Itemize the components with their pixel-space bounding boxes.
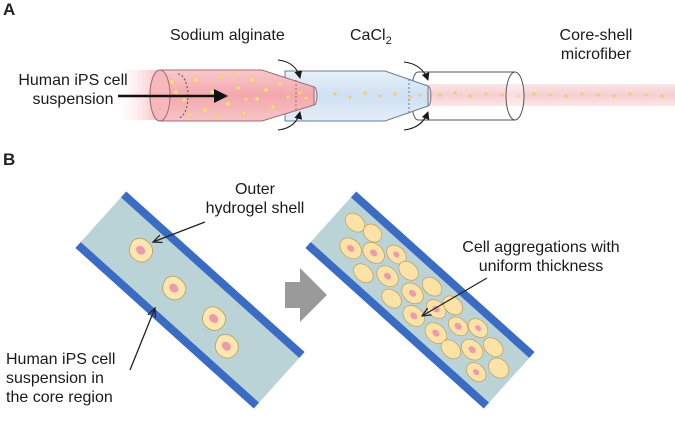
process-arrow: [285, 268, 327, 322]
suspended-cells: [129, 237, 239, 359]
shell-wall-bottom-left: [75, 241, 260, 409]
cacl2-label: CaCl2: [350, 26, 392, 51]
panel-b-right-fiber: [305, 191, 535, 409]
core-region-callout: [129, 308, 155, 371]
outer-shell-callout: [153, 221, 206, 242]
callout-arrows: [129, 221, 488, 371]
core-line1: Human iPS cell: [6, 351, 116, 368]
sodium-alginate-label: Sodium alginate: [170, 27, 285, 44]
middle-tube-beads: [333, 91, 422, 99]
outer-line1: Outer: [234, 181, 275, 198]
aggregation-line1: Cell aggregations with: [462, 239, 620, 256]
cacl2-subscript: 2: [385, 35, 392, 48]
aggregated-cells: [339, 212, 510, 382]
ips-suspension-label: Human iPS cell suspension: [2, 71, 144, 109]
panel-a-device: [118, 59, 675, 131]
core-shell-microfiber: [420, 84, 675, 106]
core-region-label: Human iPS cell suspension in the core re…: [6, 350, 115, 407]
core-shell-label: Core-shell microfiber: [540, 26, 652, 64]
panel-b-left-fiber: [75, 191, 305, 409]
core-shell-line1: Core-shell: [559, 27, 633, 44]
microfiber-beads: [438, 91, 664, 98]
shell-wall-top-left: [120, 191, 305, 359]
inner-tube-cells: [169, 72, 308, 119]
ips-line2: suspension: [32, 91, 114, 108]
panel-a-letter: A: [3, 0, 16, 19]
outer-line2: hydrogel shell: [205, 200, 305, 217]
shell-wall-bottom-right: [305, 241, 490, 409]
flow-arrows: [277, 59, 430, 131]
middle-tube: [284, 70, 432, 122]
panel-b-letter: B: [3, 150, 16, 169]
shell-wall-top-right: [350, 191, 535, 359]
inner-tube: [149, 69, 318, 122]
aggregation-callout: [422, 277, 488, 316]
cacl2-text: CaCl: [350, 27, 386, 44]
aggregation-label: Cell aggregations with uniform thickness: [443, 238, 639, 276]
outer-shell-label: Outer hydrogel shell: [180, 180, 330, 218]
ips-line1: Human iPS cell: [18, 72, 128, 89]
aggregation-line2: uniform thickness: [478, 258, 604, 275]
outer-tube: [410, 71, 525, 121]
core-line3: the core region: [6, 389, 113, 406]
core-line2: suspension in: [6, 370, 104, 387]
core-shell-line2: microfiber: [560, 46, 632, 63]
